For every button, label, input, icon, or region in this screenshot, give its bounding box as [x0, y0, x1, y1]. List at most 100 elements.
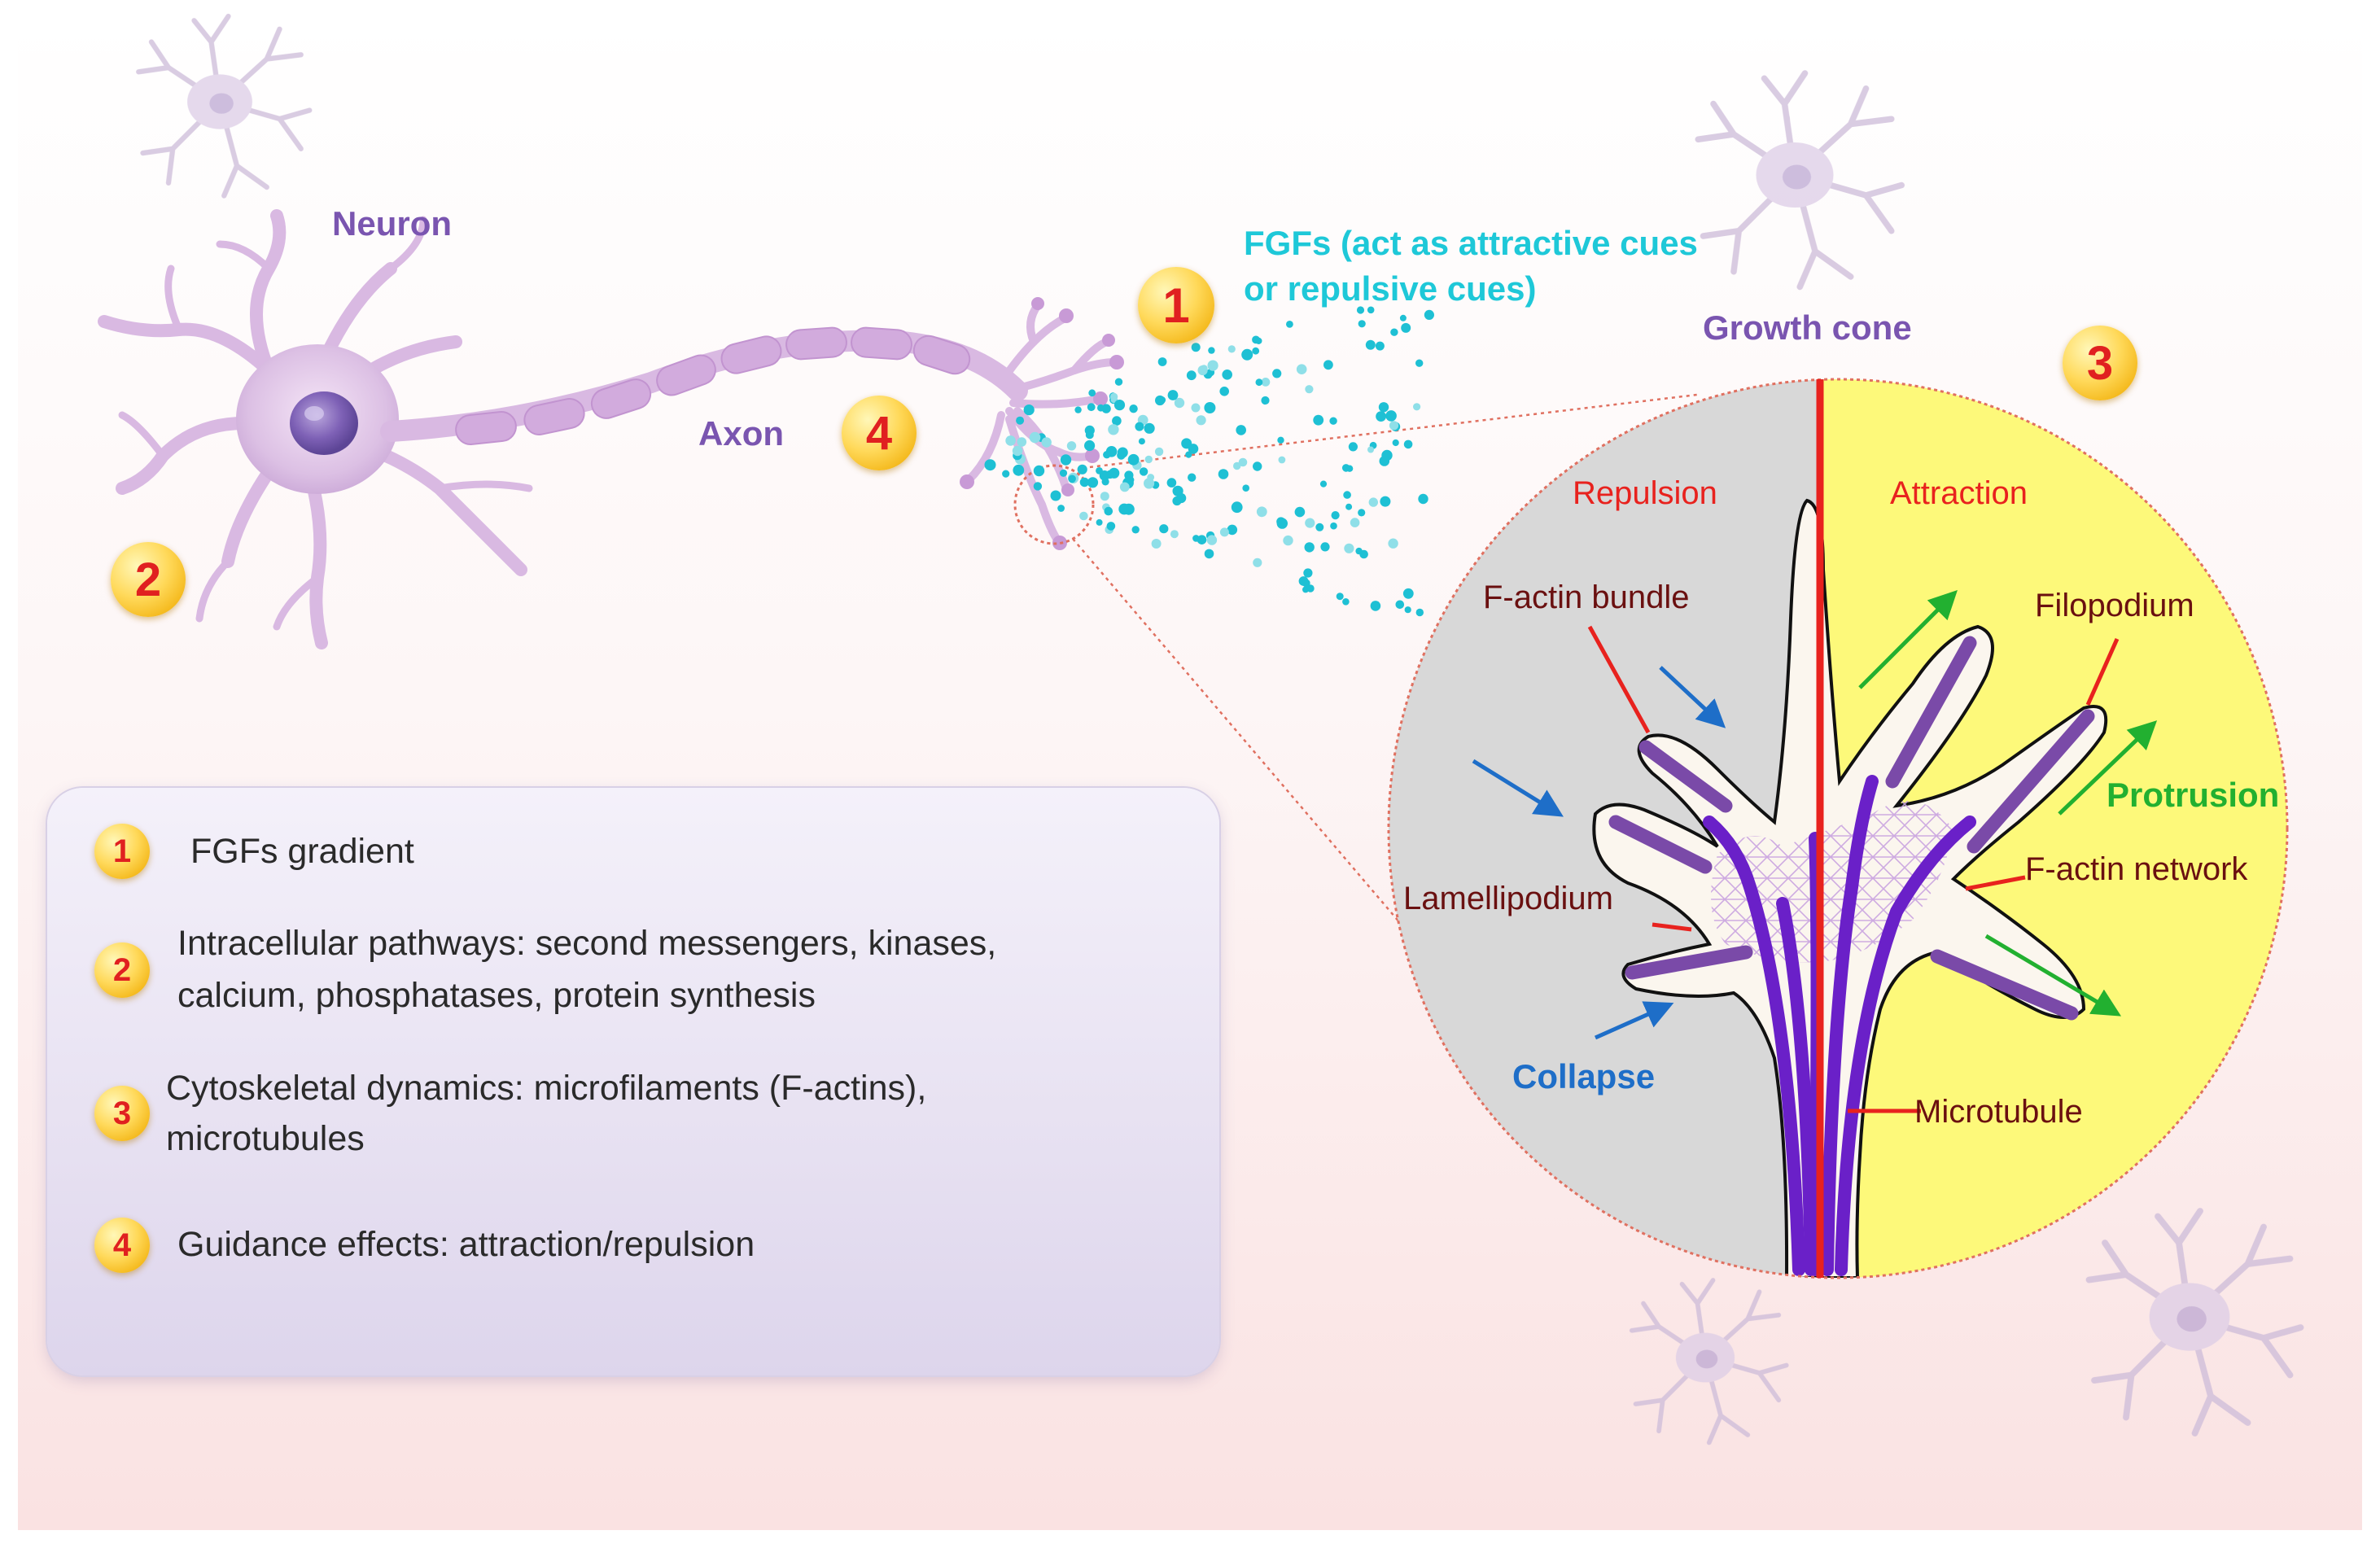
fgf-dot — [1147, 474, 1155, 481]
fgf-dot — [1191, 403, 1201, 413]
fgf-dot — [1129, 404, 1138, 413]
fgf-dot — [1389, 421, 1399, 431]
fgf-dot — [1079, 477, 1090, 488]
fgf-dot — [1077, 464, 1087, 474]
fgf-dot — [1087, 477, 1099, 488]
fgf-dot — [1192, 535, 1200, 542]
fgf-dot — [1191, 343, 1201, 352]
fgf-dot — [1084, 425, 1095, 436]
fgf-dot — [1253, 558, 1262, 567]
fgf-dot — [1343, 491, 1351, 499]
fgf-dot — [1424, 309, 1434, 320]
fgf-dot — [1176, 492, 1187, 504]
fgf-dot — [1256, 506, 1267, 518]
fgf-dot — [1358, 320, 1366, 328]
fgf-dot — [1159, 524, 1169, 534]
badge-1-fgfs: 1 — [1138, 267, 1214, 343]
fgf-dot — [1135, 422, 1144, 431]
badge-3-growth-cone: 3 — [2063, 326, 2137, 400]
legend-item-3-line2: microtubules — [166, 1119, 365, 1158]
fgf-dot — [1227, 524, 1238, 536]
fgf-dot — [1392, 439, 1399, 447]
fgf-dot — [1017, 437, 1027, 447]
fgf-dot — [1367, 446, 1374, 453]
fgf-dot — [1390, 328, 1398, 336]
fgf-dot — [1157, 357, 1167, 366]
fgf-dot — [1208, 347, 1215, 354]
fgf-dot — [1272, 369, 1282, 378]
fgf-dot — [1174, 397, 1185, 409]
fgf-dot — [1185, 451, 1192, 458]
protrusion-label: Protrusion — [2107, 776, 2280, 814]
fgf-dot — [1059, 469, 1068, 477]
fgf-dot — [1066, 441, 1077, 451]
fgf-dot — [1139, 467, 1148, 476]
fgf-dot — [1344, 543, 1354, 553]
fgf-dot — [1074, 406, 1082, 413]
fgf-dot — [1108, 424, 1119, 435]
fgf-dot — [1415, 608, 1424, 617]
fgf-dot — [1255, 337, 1262, 344]
zoom-origin-circle — [1013, 464, 1095, 545]
fgf-dot — [1204, 402, 1216, 413]
fgf-dot — [1403, 439, 1413, 449]
legend-item-2-line1: Intracellular pathways: second messenger… — [177, 924, 997, 963]
microtubule-label: Microtubule — [1914, 1094, 2083, 1130]
axon-label: Axon — [698, 414, 784, 453]
fgf-dot — [1388, 538, 1398, 549]
collapse-label: Collapse — [1512, 1057, 1656, 1095]
fgf-dot — [1350, 518, 1360, 527]
fgf-dot — [1305, 385, 1314, 394]
fgf-dot — [1029, 431, 1041, 444]
fgf-dot — [1385, 410, 1397, 422]
fgf-dot — [1413, 403, 1421, 411]
fgf-dot — [1399, 314, 1407, 321]
fgf-dot — [1099, 470, 1110, 481]
fgf-dot — [1112, 416, 1122, 426]
fgf-dot — [1358, 509, 1366, 517]
zoom-line-bottom — [1072, 538, 1523, 1067]
label-pointer-lines — [1587, 625, 2120, 1113]
fgf-dot — [1252, 347, 1260, 355]
fgf-dot — [1303, 568, 1313, 578]
fgf-dot — [1170, 530, 1179, 539]
fgf-dot — [1041, 437, 1052, 448]
fgf-dot — [1319, 480, 1328, 488]
fgf-dot — [1294, 506, 1306, 518]
fgf-dot — [1238, 457, 1248, 467]
fgf-dot — [1127, 453, 1140, 466]
fgf-dot — [1104, 506, 1113, 516]
fgfs-label-line2: or repulsive cues) — [1244, 269, 1537, 308]
fgf-dot — [1096, 518, 1103, 526]
fgf-dot — [1368, 497, 1379, 507]
fgf-dot — [1276, 517, 1286, 527]
fgf-dot — [1376, 411, 1386, 422]
legend-item-4-line1: Guidance effects: attraction/repulsion — [177, 1225, 755, 1264]
f-actin-bundle-rods — [1608, 636, 2095, 1021]
fgf-dot — [1033, 465, 1045, 477]
fgf-dot — [1155, 395, 1166, 406]
fgf-dot — [1331, 511, 1340, 520]
fgf-dot — [1138, 438, 1145, 445]
fgf-dot — [1415, 359, 1424, 367]
fgf-dot — [1395, 600, 1405, 610]
fgf-dot — [1057, 505, 1065, 512]
fgf-dot — [1315, 523, 1324, 531]
fgf-dot — [1016, 416, 1025, 425]
fgf-dot — [1219, 387, 1229, 396]
fgf-dot — [1154, 447, 1164, 457]
fgf-dot — [1013, 464, 1025, 476]
fgf-dot — [1236, 425, 1246, 435]
fgf-dot — [1320, 542, 1330, 552]
growth-cone-label: Growth cone — [1703, 308, 1912, 347]
fgf-dot — [1255, 378, 1263, 387]
fgf-dot — [1231, 501, 1243, 514]
fgf-dot — [1241, 348, 1253, 361]
fgf-dot — [1253, 461, 1262, 471]
fgf-dot — [1261, 378, 1271, 387]
legend-badge-2: 2 — [94, 942, 150, 998]
fgf-dot — [1402, 588, 1414, 599]
fgf-dot — [1050, 490, 1061, 501]
fgf-dot — [1002, 470, 1010, 478]
fgf-dot — [1105, 446, 1118, 457]
